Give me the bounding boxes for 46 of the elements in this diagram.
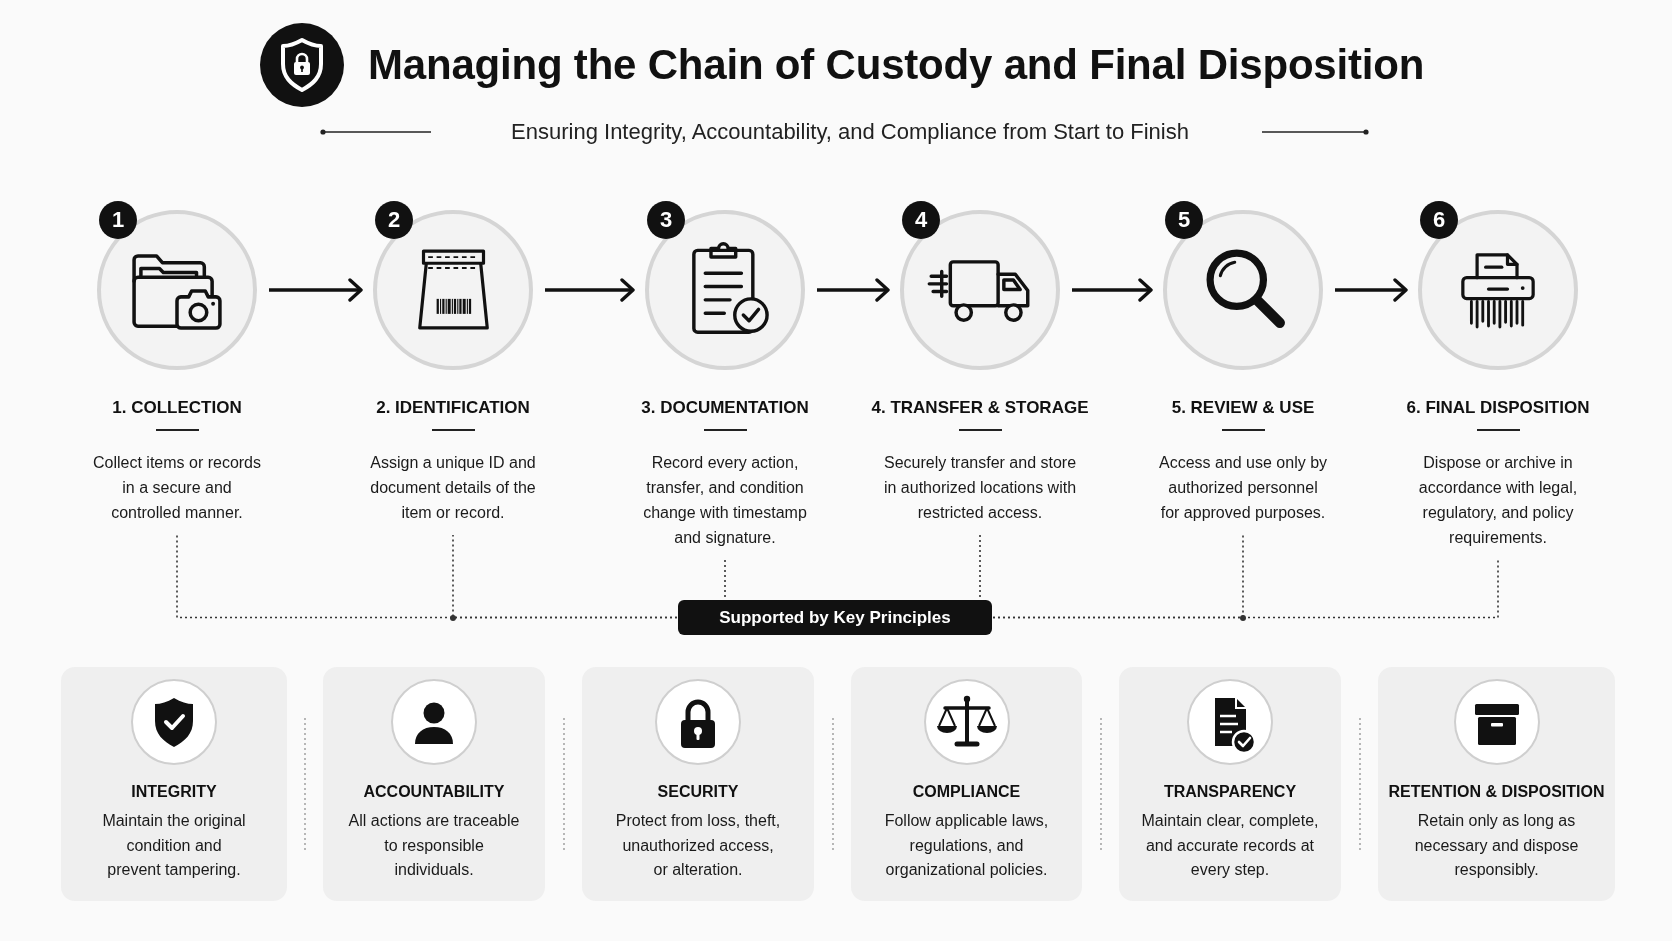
step-title: 5. REVIEW & USE: [1171, 397, 1315, 419]
arrow: [817, 278, 890, 302]
arrow: [1072, 278, 1153, 302]
step-description: Collect items or records in a secure and controlled manner.: [91, 453, 262, 523]
step-title: 3. DOCUMENTATION: [641, 397, 809, 419]
card-description: Maintain clear, complete, and accurate records at every step.: [1140, 811, 1320, 880]
principle-card: [582, 667, 814, 901]
step-description: Record every action, transfer, and condition change with timestamp and signature.: [642, 453, 808, 548]
card-title: TRANSPARENCY: [1163, 782, 1297, 802]
step-number-badge: 2: [375, 201, 413, 239]
step-description: Access and use only by authorized personnel for approved purposes.: [1158, 453, 1328, 523]
card-description: Protect from loss, theft, unauthorized access, or alteration.: [614, 811, 782, 880]
principle-card: [323, 667, 545, 901]
principles-banner: Supported by Key Principles: [678, 600, 992, 635]
step-title: 6. FINAL DISPOSITION: [1406, 397, 1590, 419]
dotted-connector: [991, 559, 1499, 619]
step-number-badge: 4: [902, 201, 940, 239]
step-number-badge: 5: [1165, 201, 1203, 239]
principle-card: [1378, 667, 1615, 901]
subtitle: Ensuring Integrity, Accountability, and Compliance from Start to Finish: [511, 118, 1189, 146]
card-title: INTEGRITY: [131, 782, 217, 802]
dotted-connector: [452, 534, 679, 619]
step-title: 1. COLLECTION: [112, 397, 242, 419]
step-title: 2. IDENTIFICATION: [376, 397, 530, 419]
step-description: Assign a unique ID and document details of the item or record.: [369, 453, 537, 523]
card-title: COMPLIANCE: [912, 782, 1021, 802]
principle-card: [851, 667, 1082, 901]
card-title: RETENTION & DISPOSITION: [1388, 782, 1605, 802]
arrow: [269, 278, 363, 302]
step-description: Dispose or archive in accordance with legal, regulatory, and policy requirements.: [1417, 453, 1579, 548]
step-number-badge: 3: [647, 201, 685, 239]
step-number-badge: 1: [99, 201, 137, 239]
principle-card: [61, 667, 287, 901]
arrow: [545, 278, 635, 302]
card-title: SECURITY: [657, 782, 739, 802]
card-description: All actions are traceable to responsible individuals.: [347, 811, 521, 880]
arrow: [1335, 278, 1408, 302]
step-description: Securely transfer and store in authorized locations with restricted access.: [882, 453, 1078, 523]
card-description: Follow applicable laws, regulations, and organizational policies.: [883, 811, 1050, 880]
page-title: Managing the Chain of Custody and Final Disposition: [368, 40, 1425, 90]
card-title: ACCOUNTABILITY: [363, 782, 505, 802]
card-description: Maintain the original condition and prevent tampering.: [101, 811, 247, 880]
principle-card: [1119, 667, 1341, 901]
step-number-badge: 6: [1420, 201, 1458, 239]
card-description: Retain only as long as necessary and dispose responsibly.: [1413, 811, 1580, 880]
step-title: 4. TRANSFER & STORAGE: [871, 397, 1089, 419]
